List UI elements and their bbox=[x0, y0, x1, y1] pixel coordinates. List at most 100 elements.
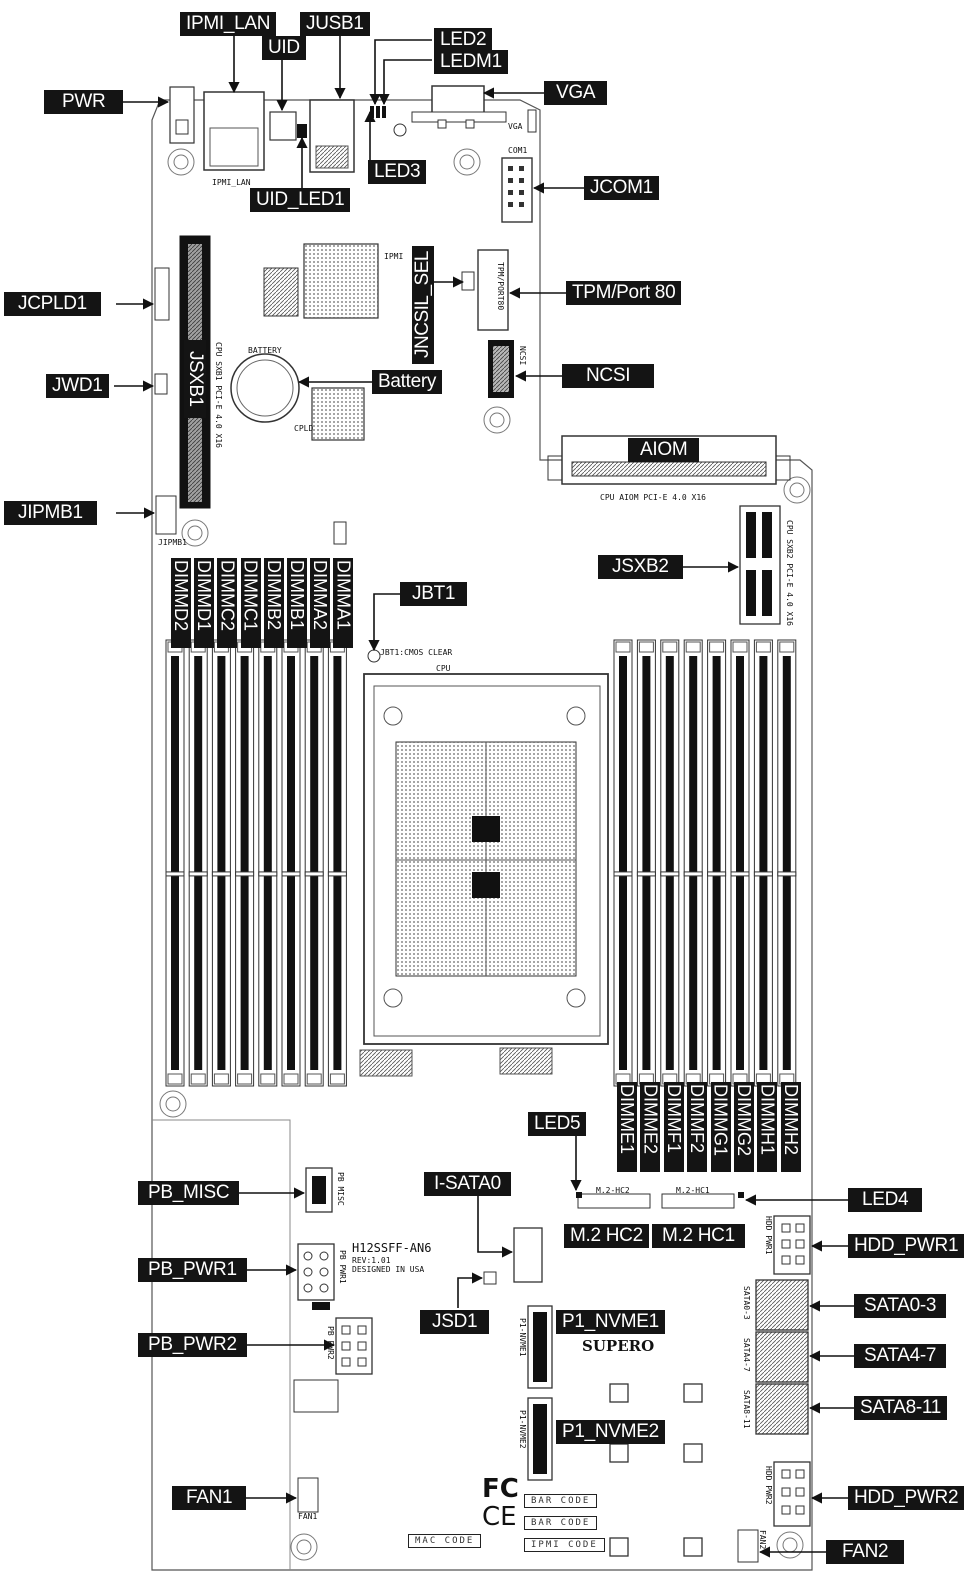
silk-m2-hc2: M.2-HC2 bbox=[596, 1186, 630, 1195]
dimm-slots-right bbox=[613, 639, 797, 1087]
label-uid: UID bbox=[262, 36, 306, 60]
hdd-pwr2-connector bbox=[773, 1461, 811, 1527]
label-jbt1: JBT1 bbox=[400, 582, 468, 606]
bar-code-box-1: BAR CODE bbox=[524, 1494, 598, 1508]
silk-jsxb1-slot: CPU SXB1 PCI-E 4.0 X16 bbox=[214, 342, 223, 448]
silk-sata0-3: SATA0-3 bbox=[742, 1286, 751, 1320]
dimm-slot bbox=[258, 639, 278, 1087]
dimm-slot bbox=[660, 639, 680, 1087]
label-fan1: FAN1 bbox=[172, 1486, 247, 1510]
silk-sata4-7: SATA4-7 bbox=[742, 1338, 751, 1372]
label-m2-hc2: M.2 HC2 bbox=[564, 1224, 649, 1248]
label-pb-pwr2: PB_PWR2 bbox=[138, 1333, 247, 1357]
silk-hdd-pwr1: HDD PWR1 bbox=[764, 1216, 773, 1255]
silk-ncsi: NCSI bbox=[518, 346, 527, 366]
dimm-slot bbox=[211, 639, 231, 1087]
jbt1-pad bbox=[367, 649, 381, 663]
label-aiom: AIOM bbox=[628, 438, 700, 462]
dimm-slot bbox=[753, 639, 773, 1087]
i-sata0-connector bbox=[513, 1227, 543, 1283]
label-dimme2: DIMME2 bbox=[640, 1082, 661, 1172]
silk-jbt1: JBT1:CMOS CLEAR bbox=[380, 648, 453, 657]
silk-ipmi-lan: IPMI_LAN bbox=[212, 178, 251, 187]
label-m2-hc1: M.2 HC1 bbox=[652, 1224, 745, 1248]
jwd1-header bbox=[154, 373, 168, 395]
sata8-11-connector bbox=[755, 1383, 809, 1435]
label-dimmd1: DIMMD1 bbox=[194, 558, 215, 648]
label-dimmh1: DIMMH1 bbox=[757, 1082, 778, 1172]
ipmi-chip bbox=[303, 243, 379, 319]
led2-ledm1-leds bbox=[370, 106, 386, 118]
pb-pwr1-connector bbox=[297, 1243, 335, 1301]
silk-pb-pwr1: PB PWR1 bbox=[338, 1250, 347, 1284]
label-ncsi: NCSI bbox=[562, 364, 655, 388]
label-tpm-port80: TPM/Port 80 bbox=[566, 281, 682, 305]
silk-p1-nvme1: P1-NVME1 bbox=[518, 1318, 527, 1357]
label-fan2: FAN2 bbox=[826, 1540, 905, 1564]
label-jusb1: JUSB1 bbox=[300, 12, 370, 36]
battery-cell bbox=[230, 353, 300, 423]
fan2-header bbox=[737, 1529, 759, 1563]
ce-mark: CE bbox=[482, 1502, 517, 1532]
uid-led1 bbox=[297, 124, 307, 138]
dimm-slot bbox=[188, 639, 208, 1087]
label-hdd-pwr1: HDD_PWR1 bbox=[848, 1234, 965, 1258]
label-dimmh2: DIMMH2 bbox=[780, 1082, 801, 1172]
silk-com1: COM1 bbox=[508, 146, 528, 155]
label-pwr: PWR bbox=[44, 90, 124, 114]
m2-hc2-slot bbox=[577, 1193, 651, 1209]
label-jsxb1: JSXB1 bbox=[184, 340, 206, 418]
fan1-header bbox=[297, 1477, 319, 1513]
board-inner-edge bbox=[152, 1119, 291, 1570]
silk-aiom-slot: CPU AIOM PCI-E 4.0 X16 bbox=[600, 493, 706, 502]
label-jsd1: JSD1 bbox=[420, 1310, 490, 1334]
silk-tpm-port80: TPM/PORT80 bbox=[496, 262, 505, 311]
silk-hdd-pwr2: HDD PWR2 bbox=[764, 1466, 773, 1505]
dimm-slot bbox=[777, 639, 797, 1087]
pwr-connector bbox=[169, 86, 195, 144]
label-uid-led1: UID_LED1 bbox=[250, 188, 351, 212]
silk-vga: VGA bbox=[508, 122, 523, 131]
silk-p1-nvme2: P1-NVME2 bbox=[518, 1410, 527, 1449]
label-sata8-11: SATA8-11 bbox=[854, 1396, 948, 1420]
jipmb1-header bbox=[155, 495, 177, 535]
uid-button bbox=[269, 111, 297, 141]
jcom1-header bbox=[501, 157, 533, 223]
label-dimma2: DIMMA2 bbox=[310, 558, 331, 648]
label-dimmg2: DIMMG2 bbox=[734, 1082, 754, 1172]
dimm-slot bbox=[613, 639, 633, 1087]
mac-code-box: MAC CODE bbox=[408, 1534, 482, 1548]
silk-ipmi: IPMI bbox=[384, 252, 404, 261]
label-jcpld1: JCPLD1 bbox=[4, 292, 101, 316]
bar-code-box-2: BAR CODE bbox=[524, 1516, 598, 1530]
label-dimmb2: DIMMB2 bbox=[263, 558, 284, 648]
label-i-sata0: I-SATA0 bbox=[424, 1172, 511, 1196]
label-hdd-pwr2: HDD_PWR2 bbox=[848, 1486, 965, 1510]
tpm-header bbox=[477, 249, 509, 331]
silk-fan2: FAN2 bbox=[758, 1530, 767, 1550]
silk-jsxb2-slot: CPU SXB2 PCI-E 4.0 X16 bbox=[785, 520, 794, 626]
silk-brand-logo: SUPERO bbox=[582, 1337, 655, 1355]
silk-cpu: CPU bbox=[436, 664, 451, 673]
silk-fan1: FAN1 bbox=[298, 1512, 318, 1521]
label-dimmf2: DIMMF2 bbox=[687, 1082, 708, 1172]
m2-hc1-slot bbox=[661, 1193, 735, 1209]
silk-sata8-11: SATA8-11 bbox=[742, 1390, 751, 1429]
label-jncsil-sel: JNCSIL_SEL bbox=[412, 246, 434, 364]
label-battery: Battery bbox=[372, 370, 443, 394]
silk-rev: REV:1.01 bbox=[352, 1256, 391, 1265]
silk-cpld: CPLD bbox=[294, 424, 314, 433]
label-dimmb1: DIMMB1 bbox=[287, 558, 307, 648]
label-ledm1: LEDM1 bbox=[434, 50, 508, 74]
label-jsxb2: JSXB2 bbox=[598, 555, 683, 579]
label-led3: LED3 bbox=[368, 160, 427, 184]
hdd-pwr1-connector bbox=[773, 1215, 811, 1275]
label-led2: LED2 bbox=[434, 28, 493, 52]
label-dimma1: DIMMA1 bbox=[333, 558, 354, 648]
label-dimmf1: DIMMF1 bbox=[663, 1082, 684, 1172]
dimm-slot bbox=[683, 639, 703, 1087]
silk-model: H12SSFF-AN6 bbox=[352, 1241, 432, 1255]
label-dimmc1: DIMMC1 bbox=[240, 558, 261, 648]
label-jcom1: JCOM1 bbox=[584, 176, 659, 200]
label-pb-misc: PB_MISC bbox=[138, 1181, 240, 1205]
